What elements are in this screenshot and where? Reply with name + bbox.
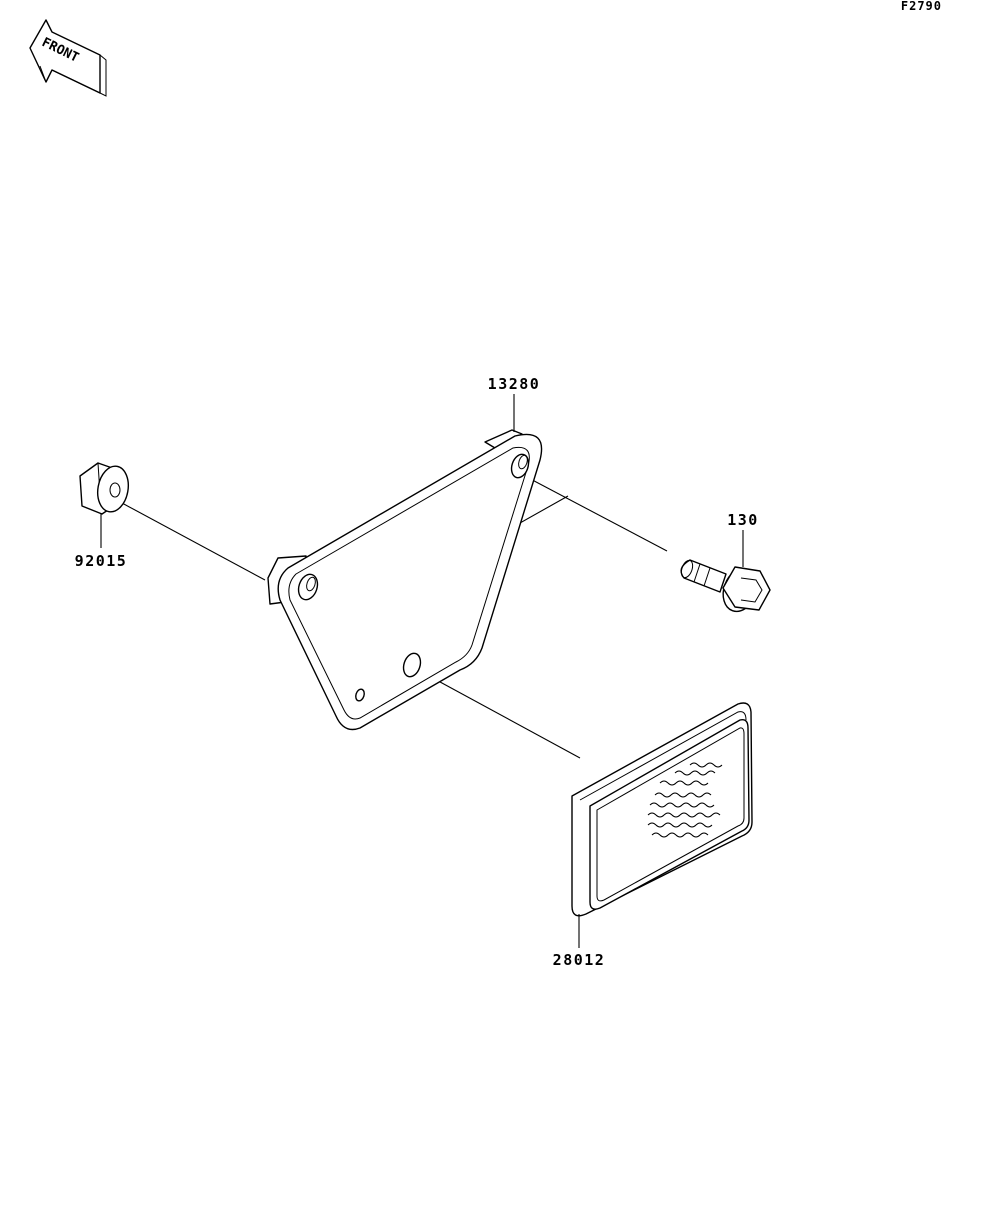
flange-nut-92015 [79, 462, 130, 515]
part-number-label: 13280 [488, 375, 541, 393]
bracket-13280 [267, 429, 543, 731]
part-number-label: 130 [727, 511, 759, 529]
bolt-130 [680, 559, 771, 613]
label-leaders [100, 394, 744, 948]
front-direction-arrow-icon: FRONT [29, 19, 107, 97]
part-number-label: 28012 [553, 951, 606, 969]
reflector-28012 [571, 702, 753, 917]
figure-code: F2790 [901, 0, 942, 13]
part-number-label: 92015 [75, 552, 128, 570]
